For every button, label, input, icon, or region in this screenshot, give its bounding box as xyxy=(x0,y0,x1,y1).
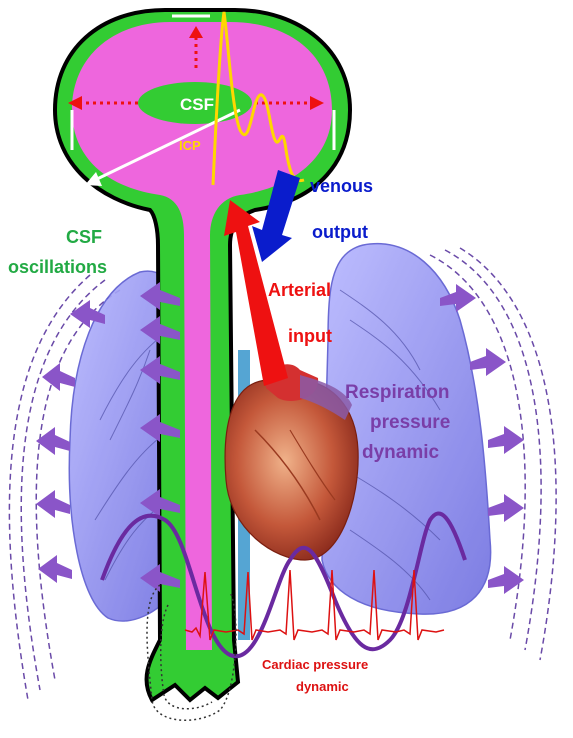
spinal-base-outline-inner xyxy=(160,604,213,710)
label-resp-2: pressure xyxy=(370,412,450,433)
label-venous-2: output xyxy=(312,222,368,242)
label-arterial-1: Arterial xyxy=(268,280,331,300)
respiration-waveform xyxy=(100,511,467,659)
right-motion-lines xyxy=(429,247,557,661)
label-resp-1: Respiration xyxy=(345,382,450,403)
left-pressure-arrows xyxy=(36,282,180,592)
icp-waveform xyxy=(211,11,305,186)
label-csf: CSF xyxy=(180,95,214,114)
label-resp-3: dynamic xyxy=(362,442,440,463)
right-lung-vessels xyxy=(339,289,441,601)
left-motion-lines xyxy=(8,274,121,701)
label-arterial-2: input xyxy=(288,326,332,346)
venous-arrow xyxy=(252,170,300,262)
label-cardiac-2: dynamic xyxy=(296,679,349,694)
csf-ventricle xyxy=(138,82,252,124)
label-icp: ICP xyxy=(179,138,201,153)
label-cardiac-1: Cardiac pressure xyxy=(262,657,368,672)
label-venous-1: venous xyxy=(310,176,373,196)
expansion-arrows xyxy=(68,26,324,110)
heart xyxy=(224,364,359,561)
label-csf-osc-1: CSF xyxy=(66,227,102,247)
right-pressure-arrows xyxy=(440,284,524,594)
label-csf-osc-2: oscillations xyxy=(8,257,107,277)
spinal-base-outline xyxy=(146,584,237,721)
cardiac-waveform xyxy=(184,569,445,641)
brain-cord xyxy=(72,22,332,650)
arterial-arrow xyxy=(224,200,288,386)
